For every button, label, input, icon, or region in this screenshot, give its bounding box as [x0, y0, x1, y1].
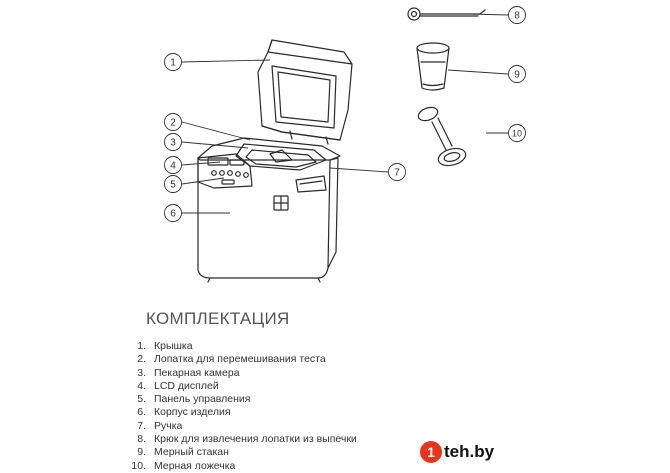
callout-2: 2 [170, 118, 176, 129]
item-label: Панель управления [154, 393, 251, 406]
item-number: 10. [131, 459, 146, 472]
callout-4: 4 [170, 161, 176, 172]
item-number: 1. [137, 340, 146, 352]
callout-1: 1 [170, 58, 176, 69]
list-item: 9. Мерный стакан [126, 446, 357, 459]
bread-maker-diagram: 1 2 3 4 5 6 7 8 9 10 [164, 6, 526, 283]
item-number: 2. [137, 353, 146, 366]
item-label: Мерная ложечка [154, 459, 236, 472]
callout-5: 5 [170, 180, 176, 191]
callout-3: 3 [170, 138, 176, 149]
callout-9: 9 [514, 70, 520, 81]
measuring-cup [416, 42, 450, 91]
item-number: 3. [137, 366, 146, 379]
callout-6: 6 [170, 209, 176, 220]
item-number: 4. [137, 379, 146, 392]
parts-list: 1. Крышка 2. Лопатка для перемешивания тес… [126, 340, 357, 473]
watermark-text: teh.by [444, 442, 495, 461]
callout-10: 10 [512, 129, 522, 139]
item-number: 6. [137, 406, 146, 419]
item-number: 8. [137, 433, 146, 446]
item-number: 9. [137, 446, 146, 459]
list-item: 8. Крюк для извлечения лопатки из выпечки [126, 433, 357, 446]
watermark-badge: 1 [420, 441, 442, 463]
measuring-spoon [417, 106, 467, 167]
item-label: Крышка [154, 340, 193, 352]
callout-8: 8 [514, 11, 520, 22]
item-label: Мерный стакан [154, 446, 229, 459]
list-item: 6. Корпус изделия [126, 406, 357, 419]
list-item: 1. Крышка [126, 340, 357, 353]
item-label: Корпус изделия [154, 406, 231, 419]
lid [257, 39, 353, 145]
watermark: 1 teh.by [420, 440, 494, 464]
list-item: 7. Ручка [126, 420, 357, 433]
item-number: 5. [137, 393, 146, 406]
list-item: 4. LCD дисплей [126, 380, 357, 393]
callout-7: 7 [394, 168, 400, 179]
item-label: Лопатка для перемешивания теста [154, 353, 326, 366]
item-label: Крюк для извлечения лопатки из выпечки [154, 433, 357, 446]
list-item: 2. Лопатка для перемешивания теста [126, 353, 357, 366]
list-item: 10. Мерная ложечка [126, 460, 357, 473]
item-label: Пекарная камера [154, 366, 240, 379]
section-title: КОМПЛЕКТАЦИЯ [146, 309, 290, 328]
item-label: Ручка [154, 419, 183, 432]
body [197, 137, 341, 283]
list-item: 5. Панель управления [126, 393, 357, 406]
item-number: 7. [137, 419, 146, 432]
list-item: 3. Пекарная камера [126, 367, 357, 380]
item-label: LCD дисплей [154, 379, 219, 392]
